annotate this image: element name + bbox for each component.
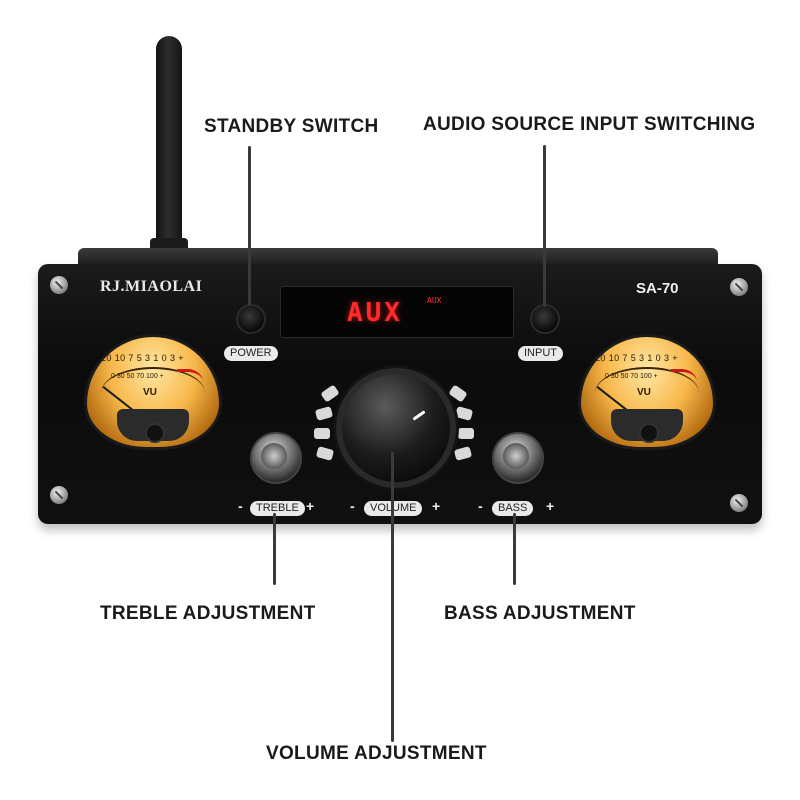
vu-adjust-icon xyxy=(145,423,165,443)
screw-icon xyxy=(730,494,748,512)
vu-scale-arc xyxy=(595,367,699,419)
display-indicator: AUX xyxy=(427,296,442,305)
leader-line-bass xyxy=(513,513,516,585)
volume-arc-segment xyxy=(320,384,340,403)
vu-scale-top: 20 10 7 5 3 1 0 3 + xyxy=(595,353,678,363)
screw-icon xyxy=(50,486,68,504)
bass-plus: + xyxy=(546,498,555,514)
treble-knob[interactable] xyxy=(250,432,302,484)
treble-minus: - xyxy=(238,498,243,514)
input-button[interactable] xyxy=(530,304,560,334)
vu-meter-right: 20 10 7 5 3 1 0 3 + 0 30 50 70 100 + VU xyxy=(578,334,716,450)
callout-treble-adjustment: TREBLE ADJUSTMENT xyxy=(100,603,316,624)
volume-arc-segment xyxy=(448,384,468,403)
screw-icon xyxy=(50,276,68,294)
volume-arc-segment xyxy=(454,406,474,421)
vu-label: VU xyxy=(143,387,157,398)
input-label: INPUT xyxy=(518,346,563,361)
vu-scale-top: 20 10 7 5 3 1 0 3 + xyxy=(101,353,184,363)
vu-scale-arc xyxy=(101,367,205,419)
bass-label: BASS xyxy=(492,501,534,516)
volume-knob[interactable] xyxy=(336,368,456,488)
callout-volume-adjustment: VOLUME ADJUSTMENT xyxy=(266,743,487,764)
amplifier-front-panel: RJ.MIAOLAI SA-70 AUX AUX POWER INPUT 20 … xyxy=(38,264,762,524)
led-display: AUX AUX xyxy=(280,286,514,338)
volume-arc-segment xyxy=(314,406,334,421)
volume-minus: - xyxy=(350,498,355,514)
bass-minus: - xyxy=(478,498,483,514)
power-label: POWER xyxy=(224,346,278,361)
chassis-top xyxy=(78,248,718,268)
display-source-text: AUX xyxy=(347,298,403,328)
vu-scale-bottom: 0 30 50 70 100 + xyxy=(111,373,164,380)
vu-red-zone xyxy=(177,369,203,390)
leader-line-input xyxy=(543,145,546,307)
volume-arc-segment xyxy=(453,446,473,461)
volume-arc-segment xyxy=(315,446,335,461)
bass-knob[interactable] xyxy=(492,432,544,484)
callout-standby-switch: STANDBY SWITCH xyxy=(204,116,379,137)
treble-label: TREBLE xyxy=(250,501,305,516)
leader-line-standby xyxy=(248,146,251,306)
callout-audio-source-input: AUDIO SOURCE INPUT SWITCHING xyxy=(423,114,756,135)
model-label: SA-70 xyxy=(636,280,679,297)
volume-plus: + xyxy=(432,498,441,514)
treble-plus: + xyxy=(306,498,315,514)
callout-bass-adjustment: BASS ADJUSTMENT xyxy=(444,603,636,624)
volume-arc-segment xyxy=(458,428,474,439)
vu-meter-left: 20 10 7 5 3 1 0 3 + 0 30 50 70 100 + VU xyxy=(84,334,222,450)
brand-logo: RJ.MIAOLAI xyxy=(100,278,203,295)
volume-arc-segment xyxy=(314,428,330,439)
leader-line-volume xyxy=(391,452,394,742)
power-button[interactable] xyxy=(236,304,266,334)
leader-line-treble xyxy=(273,513,276,585)
volume-indicator xyxy=(412,410,426,421)
vu-scale-bottom: 0 30 50 70 100 + xyxy=(605,373,658,380)
vu-red-zone xyxy=(671,369,697,390)
vu-label: VU xyxy=(637,387,651,398)
vu-adjust-icon xyxy=(639,423,659,443)
screw-icon xyxy=(730,278,748,296)
antenna xyxy=(156,36,182,261)
